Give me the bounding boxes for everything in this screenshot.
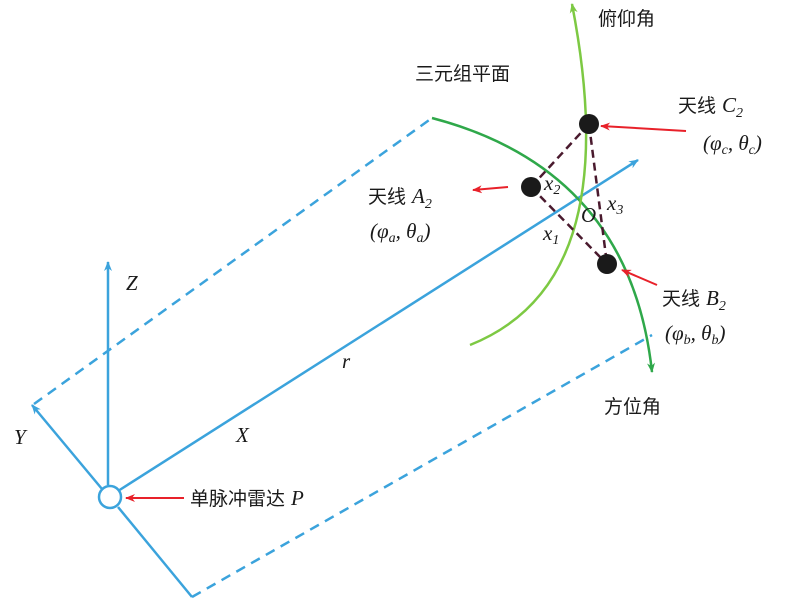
antenna-a2-icon [521,177,541,197]
baseline-x1-label: x1 [542,221,559,248]
z-axis-label: Z [126,271,138,295]
antenna-b2-angles: (φb, θb) [665,321,725,348]
origin-label: O [581,203,596,227]
pointer-a2 [472,185,509,194]
pointer-c2 [600,122,687,132]
frame-dashed-bottom [191,333,653,599]
range-label: r [342,349,351,373]
baseline-x1 [530,186,608,265]
antenna-a2-angles: (φa, θa) [370,219,430,246]
y-axis [31,404,103,490]
pointer-b2 [621,269,658,286]
azimuth-label: 方位角 [604,396,661,418]
triplet-plane-label: 三元组平面 [415,63,510,85]
baseline-x2-label: x2 [543,171,560,198]
radar-icon [97,484,123,510]
baseline-x3 [587,123,609,265]
azimuth-arc [431,116,655,373]
baseline-x2 [530,123,590,188]
antenna-c2-icon [579,114,599,134]
x-axis-range-line [117,158,639,493]
baseline-x3-label: x3 [606,191,623,218]
antenna-b2-icon [597,254,617,274]
x-axis-label: X [235,423,250,447]
elevation-label: 俯仰角 [598,8,655,30]
frame-edge [117,506,193,598]
elevation-arc [469,3,588,347]
frame-dashed-top [33,116,433,406]
y-axis-label: Y [14,425,28,449]
antenna-c2-angles: (φc, θc) [703,131,762,158]
